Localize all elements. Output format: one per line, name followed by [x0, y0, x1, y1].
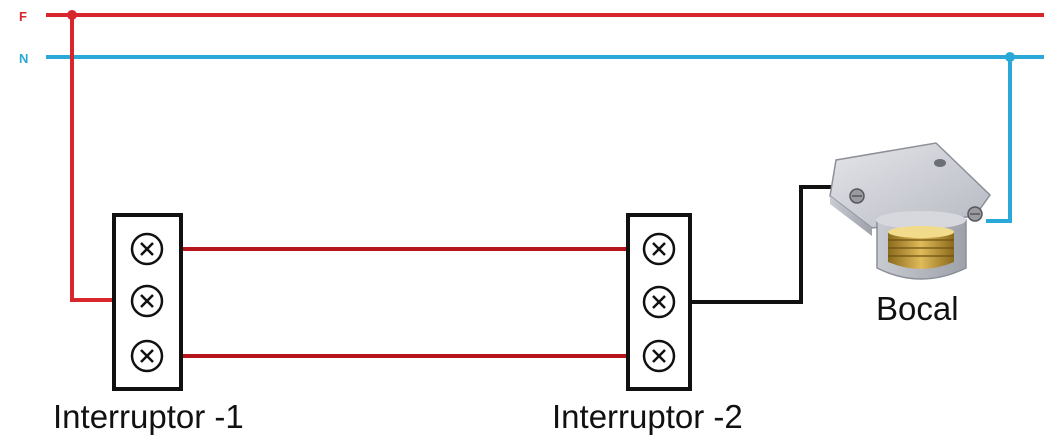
terminal-icon [642, 232, 676, 266]
terminal-icon [642, 339, 676, 373]
neutral-drop-wire [986, 57, 1012, 223]
neutral-junction-dot [1005, 52, 1015, 62]
return-wire [674, 185, 848, 304]
terminal-icon [130, 284, 164, 318]
neutral-label: N [19, 51, 28, 66]
switch-1-label: Interruptor -1 [53, 398, 244, 435]
socket-label: Bocal [876, 290, 959, 327]
switch-2 [626, 213, 692, 391]
phase-junction-dot [67, 10, 77, 20]
switch-1 [112, 213, 183, 391]
switch-2-label: Interruptor -2 [552, 398, 743, 435]
terminal-icon [130, 232, 164, 266]
phase-label: F [19, 9, 27, 24]
terminal-icon [130, 339, 164, 373]
lamp-holder-icon [829, 142, 991, 280]
terminal-icon [642, 285, 676, 319]
